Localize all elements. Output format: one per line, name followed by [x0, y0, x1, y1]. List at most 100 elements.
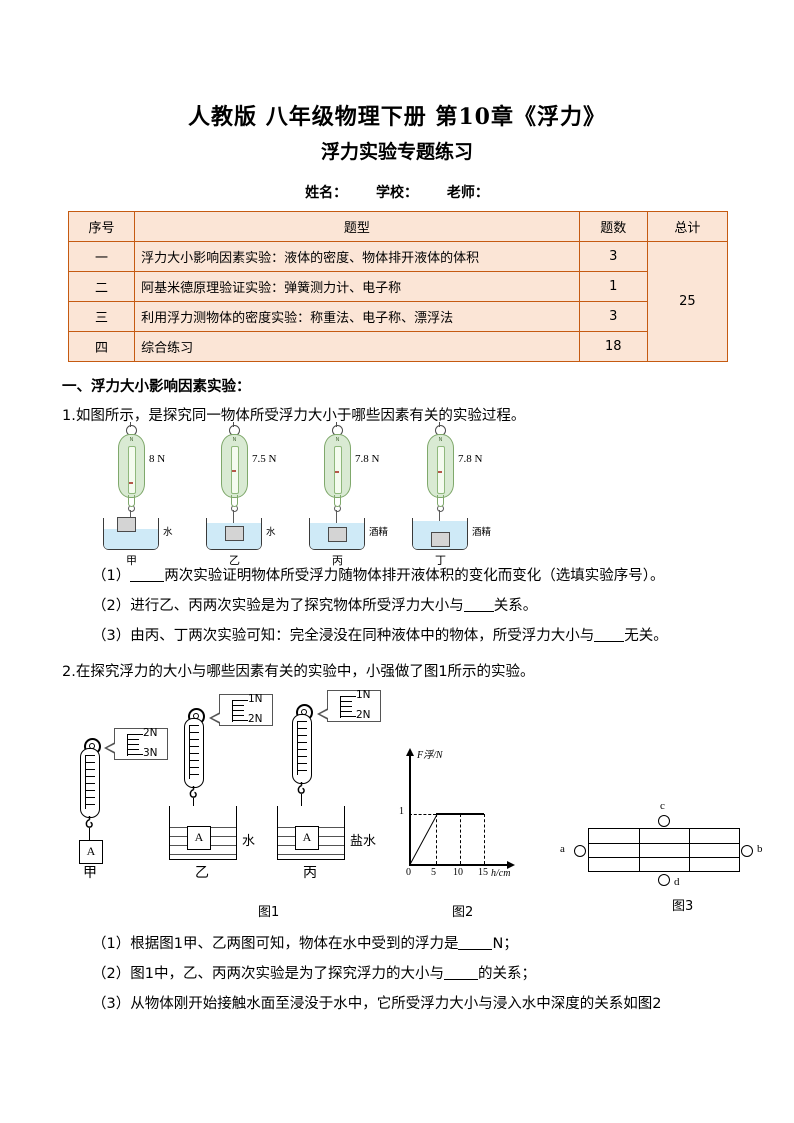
hanging-string — [130, 510, 132, 519]
point-b-label: b — [757, 843, 763, 855]
point-c — [658, 815, 670, 827]
meta-name-label: 姓名： — [305, 185, 348, 201]
guide-v-x5 — [436, 814, 437, 864]
cell-type: 综合练习 — [134, 331, 580, 362]
answer-blank[interactable] — [463, 597, 494, 612]
callout-tail — [209, 712, 220, 724]
y-axis-arrow-icon — [405, 748, 414, 756]
hanging-string — [336, 510, 338, 528]
submerged-block — [117, 517, 136, 532]
figure-q1-spring-scales: 8 N 水 甲 7.5 N 水 乙 — [95, 422, 515, 567]
scale-ticks — [189, 725, 199, 779]
liquid-label: 水 — [266, 527, 276, 538]
callout-label-top: 1N — [248, 693, 263, 705]
table-row: 二 阿基米德原理验证实验：弹簧测力计、电子称 1 — [67, 271, 728, 302]
setup-jia: 8 N 水 甲 — [95, 422, 195, 567]
callout-label-bottom: 2N — [248, 713, 263, 725]
figure-3-grid: a b c d — [560, 800, 768, 898]
meta-teacher-label: 老师： — [446, 185, 489, 201]
figure-1-caption: 图1 — [258, 905, 280, 920]
cell-index: 三 — [67, 301, 136, 332]
scale-tube — [128, 446, 136, 494]
answer-blank[interactable] — [458, 935, 493, 950]
part-text: 从物体刚开始接触水面至浸没于水中，它所受浮力大小与浸入水中深度的关系如图2 — [130, 996, 662, 1012]
col-header-index: 序号 — [67, 211, 136, 242]
callout-label-bottom: 3N — [143, 747, 158, 759]
callout-ticks — [340, 696, 356, 718]
spring-scale-body — [324, 434, 351, 498]
spring-scale-body — [221, 434, 248, 498]
part-number: （3） — [92, 628, 131, 644]
weight-block-a: A — [295, 826, 319, 850]
setup-jia-air: A 甲 2N 3N — [70, 690, 190, 900]
col-header-count: 题数 — [578, 211, 648, 242]
scale-needle — [129, 482, 133, 484]
spring-scale-body — [184, 718, 204, 788]
summary-table: 序号 题型 题数 总计 一 浮力大小影响因素实验：液体的密度、物体排开液体的体积… — [67, 211, 729, 362]
setup-bing-saltwater: A 盐水 丙 1N 2N — [272, 689, 392, 900]
question-1-part-3: （3）由丙、丁两次实验可知：完全浸没在同种液体中的物体，所受浮力大小与无关。 — [92, 624, 668, 645]
grid-line-v — [689, 829, 690, 871]
answer-blank[interactable] — [443, 965, 478, 980]
x-tick-0: 0 — [406, 867, 411, 878]
setup-label: 乙 — [229, 554, 240, 567]
scale-hook-icon — [334, 505, 341, 512]
answer-blank[interactable] — [594, 627, 625, 642]
scale-reading: 7.8 N — [458, 453, 483, 465]
point-d — [658, 874, 670, 886]
scale-hook-icon — [85, 816, 93, 828]
point-a-label: a — [560, 843, 565, 855]
scale-tube — [437, 446, 445, 494]
grid-line-h — [589, 857, 739, 858]
spring-scale-body — [80, 748, 100, 818]
table-row: 一 浮力大小影响因素实验：液体的密度、物体排开液体的体积 3 25 — [67, 241, 729, 362]
question-1-part-1: （1）两次实验证明物体所受浮力随物体排开液体积的变化而变化（选填实验序号）。 — [92, 564, 664, 585]
page-title: 人教版 八年级物理下册 第10章《浮力》 — [188, 104, 606, 130]
question-2-part-2: （2）图1中，乙、丙两次实验是为了探究浮力的大小与的关系； — [92, 962, 536, 983]
student-meta-line: 姓名： 学校： 老师： — [0, 182, 794, 202]
table-row: 三 利用浮力测物体的密度实验：称重法、电子称、漂浮法 3 — [67, 301, 728, 332]
part-number: （2） — [92, 966, 131, 982]
callout-tail — [104, 742, 115, 754]
scale-needle — [232, 470, 236, 472]
part-number: （2） — [92, 598, 131, 614]
x-axis-arrow-icon — [507, 861, 515, 870]
answer-blank[interactable] — [130, 567, 165, 582]
guide-v-x15 — [484, 814, 485, 864]
part-number: （3） — [92, 996, 131, 1012]
hanging-string — [233, 510, 235, 528]
cell-count: 3 — [578, 241, 648, 272]
setup-yi: 7.5 N 水 乙 — [198, 422, 298, 567]
data-line-rising — [409, 814, 438, 865]
spring-scale-body — [118, 434, 145, 498]
setup-label: 乙 — [195, 865, 209, 881]
cell-index: 四 — [67, 331, 136, 362]
scale-callout-bing: 1N 2N — [327, 689, 381, 722]
scale-needle — [335, 471, 339, 473]
spring-scale-body — [427, 434, 454, 498]
submerged-block — [431, 532, 450, 547]
data-line-plateau — [436, 813, 484, 815]
y-axis-label: F浮/N — [417, 750, 443, 761]
cell-count: 3 — [578, 301, 648, 332]
part-text-tail: 无关。 — [624, 628, 668, 644]
figure-3-caption: 图3 — [672, 899, 694, 914]
grid-line-h — [589, 843, 739, 844]
cell-total: 25 — [646, 241, 729, 362]
beaker — [103, 518, 159, 550]
grid-line-v — [639, 829, 640, 871]
x-tick-10: 10 — [453, 867, 463, 878]
callout-ticks — [127, 734, 143, 756]
question-1-part-2: （2）进行乙、丙两次实验是为了探究物体所受浮力大小与关系。 — [92, 594, 537, 615]
part-text: 两次实验证明物体所受浮力随物体排开液体积的变化而变化（选填实验序号）。 — [164, 568, 665, 584]
guide-h-y1 — [409, 814, 436, 815]
liquid-label: 酒精 — [369, 527, 389, 538]
liquid-body — [104, 529, 158, 549]
callout-tail — [317, 708, 328, 720]
cell-count: 18 — [578, 331, 648, 362]
question-2-part-3: （3）从物体刚开始接触水面至浸没于水中，它所受浮力大小与浸入水中深度的关系如图2 — [92, 992, 661, 1013]
submerged-block — [225, 526, 244, 541]
scale-ticks — [85, 755, 95, 809]
cell-type: 阿基米德原理验证实验：弹簧测力计、电子称 — [134, 271, 580, 302]
